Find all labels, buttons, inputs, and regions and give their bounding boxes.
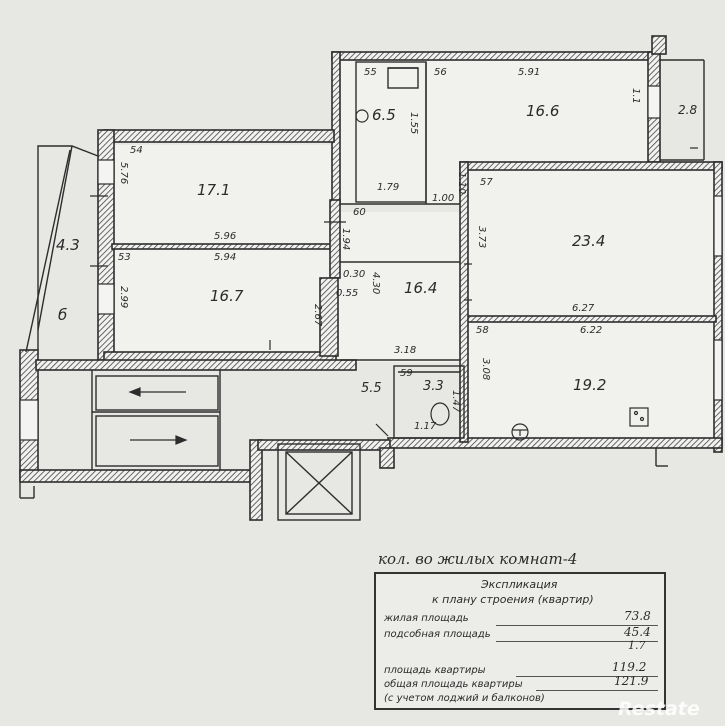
dim-23-4-side: 3.73 (476, 226, 487, 249)
handwritten-room-count: кол. во жилых комнат-4 (378, 550, 578, 568)
dim-bath-side: 1.55 (408, 112, 419, 135)
row-total-area-value: 121.9 (614, 674, 649, 688)
dim-16-7-top-b: 5.94 (214, 252, 237, 263)
area-19-2: 19.2 (573, 376, 607, 394)
balcony-label: б (58, 306, 68, 324)
area-bath: 6.5 (372, 106, 396, 124)
dim-16-7-side: 2.99 (118, 286, 129, 309)
tick-marks (90, 147, 698, 437)
dim-bath-bottom: 1.79 (377, 182, 400, 193)
area-23-4: 23.4 (572, 232, 606, 250)
dim-19-2-side: 3.08 (480, 358, 491, 381)
dim-hall-c: 0.55 (336, 288, 359, 299)
dim-16-7-right: 2.67 (312, 304, 323, 327)
dim-hall-top: 60 (353, 207, 366, 218)
room-fills (112, 60, 716, 438)
explication-title: Экспликация (481, 578, 558, 591)
area-wc: 3.3 (423, 379, 444, 394)
dim-23-4-top: 57 (480, 177, 493, 188)
dim-16-6-top-a: 56 (434, 67, 447, 78)
dim-wc-top: 59 (400, 368, 413, 379)
windows (19, 85, 723, 441)
dim-corridor-top: 3.18 (394, 345, 417, 356)
fixtures (355, 109, 649, 441)
dim-bath-top: 55 (364, 67, 377, 78)
dim-hall-a: 1.94 (340, 228, 351, 251)
dim-wc-side: 1.17 (414, 421, 437, 432)
walls (19, 35, 723, 521)
area-16-7: 16.7 (210, 287, 244, 305)
row-extra-value: 1.7 (628, 639, 646, 652)
row-living-label: жилая площадь (384, 613, 469, 624)
area-corridor: 5.5 (361, 381, 382, 396)
row-living-value: 73.8 (624, 609, 651, 623)
row-utility-value: 45.4 (624, 625, 651, 639)
row-apartment-area-value: 119.2 (612, 660, 647, 674)
row-utility-label: подсобная площадь (384, 629, 491, 640)
row-apartment-area-label: площадь квартиры (384, 665, 486, 676)
dim-16-7-top-a: 5.96 (214, 231, 237, 242)
area-hall: 16.4 (404, 279, 438, 297)
dim-wc-b: 1.47 (450, 390, 461, 413)
direction-arrows (128, 387, 188, 445)
dim-17-1-side: 5.76 (118, 162, 129, 185)
dim-23-4-bottom: 6.27 (572, 303, 595, 314)
row-total-area-label: общая площадь квартиры (384, 679, 523, 690)
explication-table: Экспликация к плану строения (квартир) ж… (374, 572, 666, 710)
dim-16-6-top-b: 5.91 (518, 67, 541, 78)
partitions (19, 59, 705, 521)
dim-16-7-left: 53 (118, 252, 131, 263)
area-17-1: 17.1 (197, 181, 231, 199)
watermark-logo: Restate (618, 698, 700, 720)
dim-loggia-side: 1.1 (630, 88, 641, 104)
area-loggia: 2.8 (678, 103, 698, 117)
dim-hall-b: 0.30 (343, 269, 366, 280)
explication-subtitle: к плану строения (квартир) (432, 593, 594, 606)
row-loggia-note: (с учетом лоджий и балконов) (384, 693, 545, 704)
dim-hall-e: 1.00 (432, 193, 455, 204)
dim-17-1-top: 54 (130, 145, 143, 156)
area-16-6: 16.6 (526, 102, 560, 120)
dim-16-6-side: 1.10 (456, 172, 467, 195)
dim-19-2-top-b: 6.22 (580, 325, 603, 336)
dim-hall-d: 4.30 (370, 272, 381, 295)
dim-19-2-top-a: 58 (476, 325, 489, 336)
area-balcony: 4.3 (56, 236, 80, 254)
